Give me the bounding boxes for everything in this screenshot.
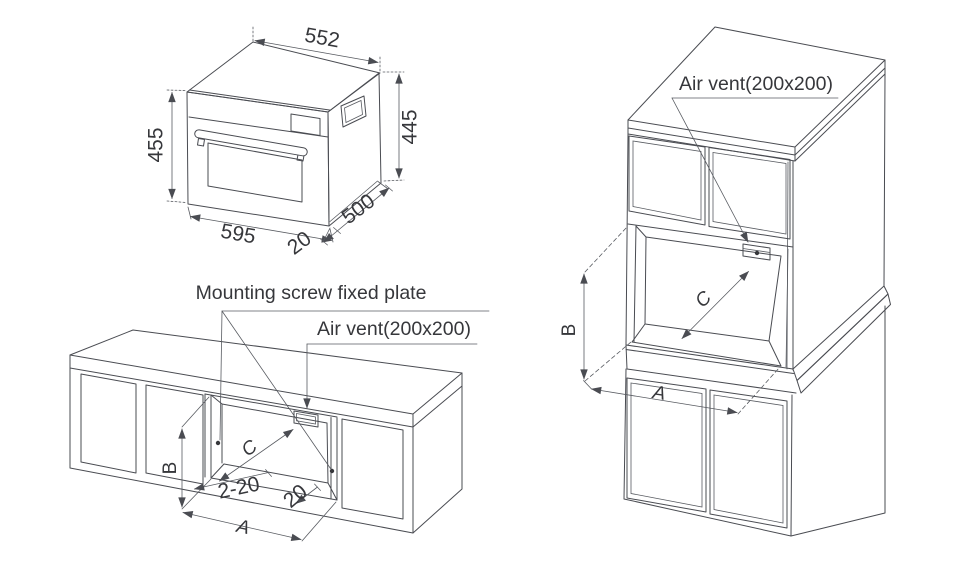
counter-dim-height: B	[160, 462, 181, 475]
oven-dim-depth: 500	[338, 190, 380, 229]
counter-dim-width: A	[234, 516, 252, 539]
tall-upper-door-right	[708, 147, 791, 240]
mounting-plate-label: Mounting screw fixed plate	[196, 282, 427, 304]
oven-front-panel	[188, 95, 367, 203]
tall-upper-door-left	[628, 135, 706, 226]
counter-air-vent-cutout	[293, 410, 319, 428]
tall-dim-width: A	[650, 382, 667, 405]
tall-dimensions: B A C	[559, 226, 780, 415]
oven-door-window	[207, 142, 303, 203]
tall-air-vent-dot	[754, 250, 760, 256]
tall-dim-height: B	[559, 324, 580, 337]
counter-dim-depth: C	[238, 436, 262, 461]
oven-dimension-drawing: 552 445 455 595 20 500	[145, 24, 422, 260]
tall-callouts: Air vent(200x200)	[671, 73, 839, 243]
tall-air-vent-label: Air vent(200x200)	[679, 73, 833, 95]
counter-air-vent-label: Air vent(200x200)	[317, 318, 471, 340]
tall-cabinet-installation-drawing: Air vent(200x200) B A C	[559, 26, 891, 537]
tall-lower-door-right	[709, 389, 788, 529]
tall-air-vent-cutout	[742, 243, 771, 261]
oven-dim-left-height: 455	[145, 127, 168, 162]
oven-door-handle	[194, 129, 308, 162]
oven-dim-bottom-width: 595	[219, 220, 258, 249]
oven-display	[290, 113, 321, 136]
counter-dim-gap-range: 2-20	[216, 472, 262, 503]
tall-mid-slab	[625, 285, 891, 394]
tall-lower-unit	[623, 305, 886, 537]
oven-dim-door-thickness: 20	[283, 227, 315, 259]
counter-callouts: Mounting screw fixed plate Air vent(200x…	[196, 282, 490, 469]
oven-side-grip	[340, 95, 367, 128]
counter-dim-side-gap: 20	[279, 480, 312, 513]
counter-door-left	[80, 373, 137, 474]
tall-niche	[627, 223, 794, 368]
counter-door-right	[341, 418, 404, 520]
counter-installation-drawing: Mounting screw fixed plate Air vent(200x…	[69, 282, 490, 542]
mounting-screw-left	[215, 440, 221, 446]
counter-cabinet-outline	[69, 329, 463, 534]
counter-dimensions: B A C 2-20 20	[160, 396, 337, 542]
tall-cabinet-outline	[625, 26, 886, 371]
oven-dim-right-height: 445	[399, 109, 422, 144]
mounting-screw-right	[329, 468, 335, 474]
oven-dim-top-width: 552	[303, 24, 342, 53]
tall-lower-door-left	[626, 377, 707, 513]
